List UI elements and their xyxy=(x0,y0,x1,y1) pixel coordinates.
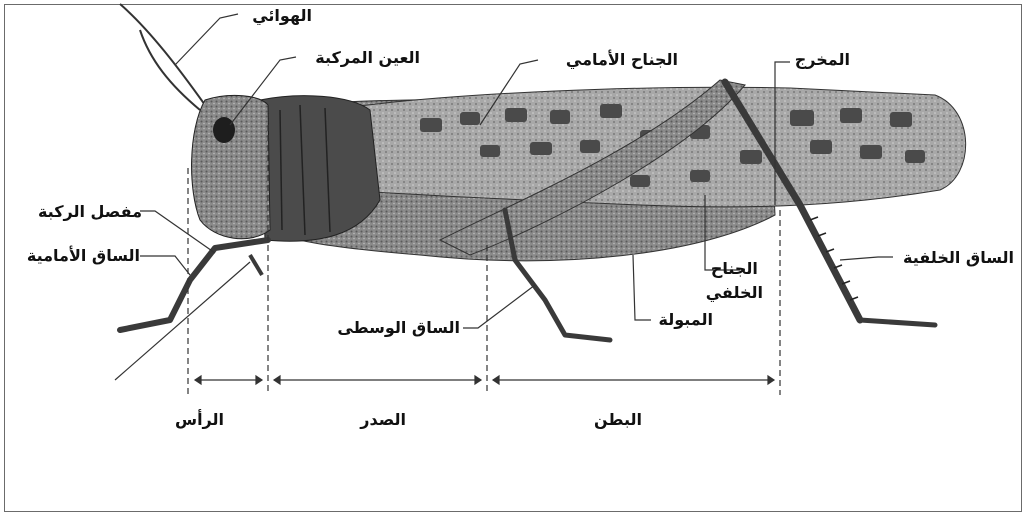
label-compound-eye: العين المركبة xyxy=(315,48,420,68)
label-spiracle: المخرج xyxy=(795,50,850,70)
region-arrows xyxy=(195,376,774,384)
label-midleg: الساق الوسطى xyxy=(337,318,460,338)
label-forewing: الجناح الأمامي xyxy=(566,50,678,70)
label-hindwing-line1: الجناح xyxy=(706,257,763,281)
label-knee-joint: مفصل الركبة xyxy=(38,202,142,222)
label-hindwing: الجناح الخلفي xyxy=(706,257,763,305)
antenna-shapes xyxy=(120,4,205,110)
label-hindleg: الساق الخلفية xyxy=(903,248,1014,268)
compound-eye-shape xyxy=(213,117,235,143)
foreleg-segment xyxy=(250,255,262,275)
region-head: الرأس xyxy=(175,410,224,430)
region-thorax: الصدر xyxy=(360,410,406,430)
label-hindwing-line2: الخلفي xyxy=(706,281,763,305)
label-ovipositor: المبولة xyxy=(659,310,714,330)
thorax-shape xyxy=(260,96,380,242)
head-shape xyxy=(192,95,270,238)
foreleg-shape xyxy=(120,240,268,330)
region-abdomen: البطن xyxy=(594,410,642,430)
label-foreleg: الساق الأمامية xyxy=(27,246,140,266)
label-antenna: الهوائي xyxy=(252,6,312,26)
